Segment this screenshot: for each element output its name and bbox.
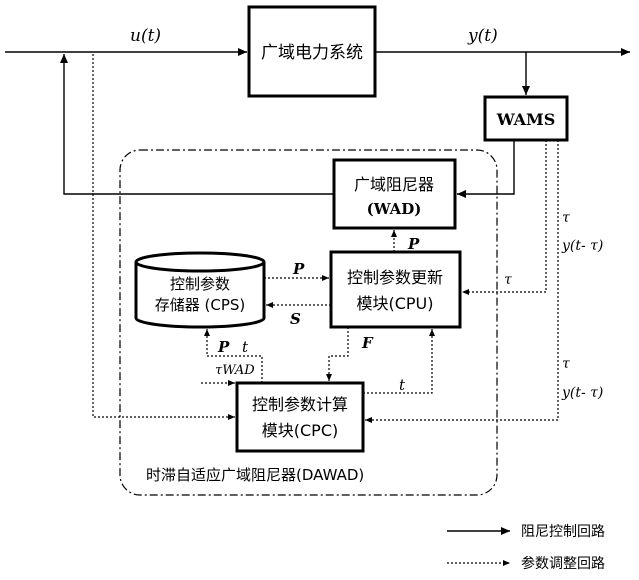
dawad-caption: 时滞自适应广域阻尼器(DAWAD) [146, 466, 364, 484]
signal-tau-upper: τ [562, 210, 570, 226]
signal-t-cpc: t [242, 338, 249, 356]
cps-label-2: 存储器 (CPS) [155, 296, 246, 314]
cpu-label-2: 模块(CPU) [356, 294, 433, 313]
signal-tau-wad: τWAD [215, 363, 255, 378]
signal-u: u(t) [130, 26, 161, 46]
signal-tau-cpu: τ [504, 272, 512, 288]
signal-y-delayed-lower: y(t- τ) [561, 385, 603, 401]
signal-p-cps: P [292, 260, 305, 278]
signal-p-wad: P [407, 235, 420, 253]
signal-f: F [361, 334, 374, 352]
wams-tau-to-cpu [462, 140, 546, 292]
signal-y: y(t) [467, 26, 498, 46]
input-to-cpc [93, 54, 235, 417]
cpc-block [237, 383, 363, 451]
wams-to-wad [457, 140, 514, 194]
wad-label-1: 广域阻尼器 [354, 175, 434, 194]
cpu-to-cpc [329, 327, 348, 381]
wad-label-2: (WAD) [367, 200, 422, 218]
signal-s: S [290, 310, 301, 328]
power-system-label: 广域电力系统 [261, 43, 363, 63]
signal-tau-lower: τ [562, 356, 570, 372]
wams-label: WAMS [496, 110, 556, 129]
cpc-label-1: 控制参数计算 [252, 395, 348, 414]
signal-t-cpu: t [399, 376, 406, 394]
cpc-to-cpu [363, 329, 432, 393]
cpc-label-2: 模块(CPC) [262, 421, 338, 440]
cpu-block [331, 252, 460, 327]
cpu-label-1: 控制参数更新 [347, 268, 443, 287]
legend-dotted-label: 参数调整回路 [521, 555, 605, 572]
legend-solid-label: 阻尼控制回路 [521, 524, 605, 540]
cps-label-1: 控制参数 [170, 275, 230, 293]
signal-y-delayed-upper: y(t- τ) [561, 238, 603, 254]
signal-p-cpc: P [217, 338, 230, 356]
